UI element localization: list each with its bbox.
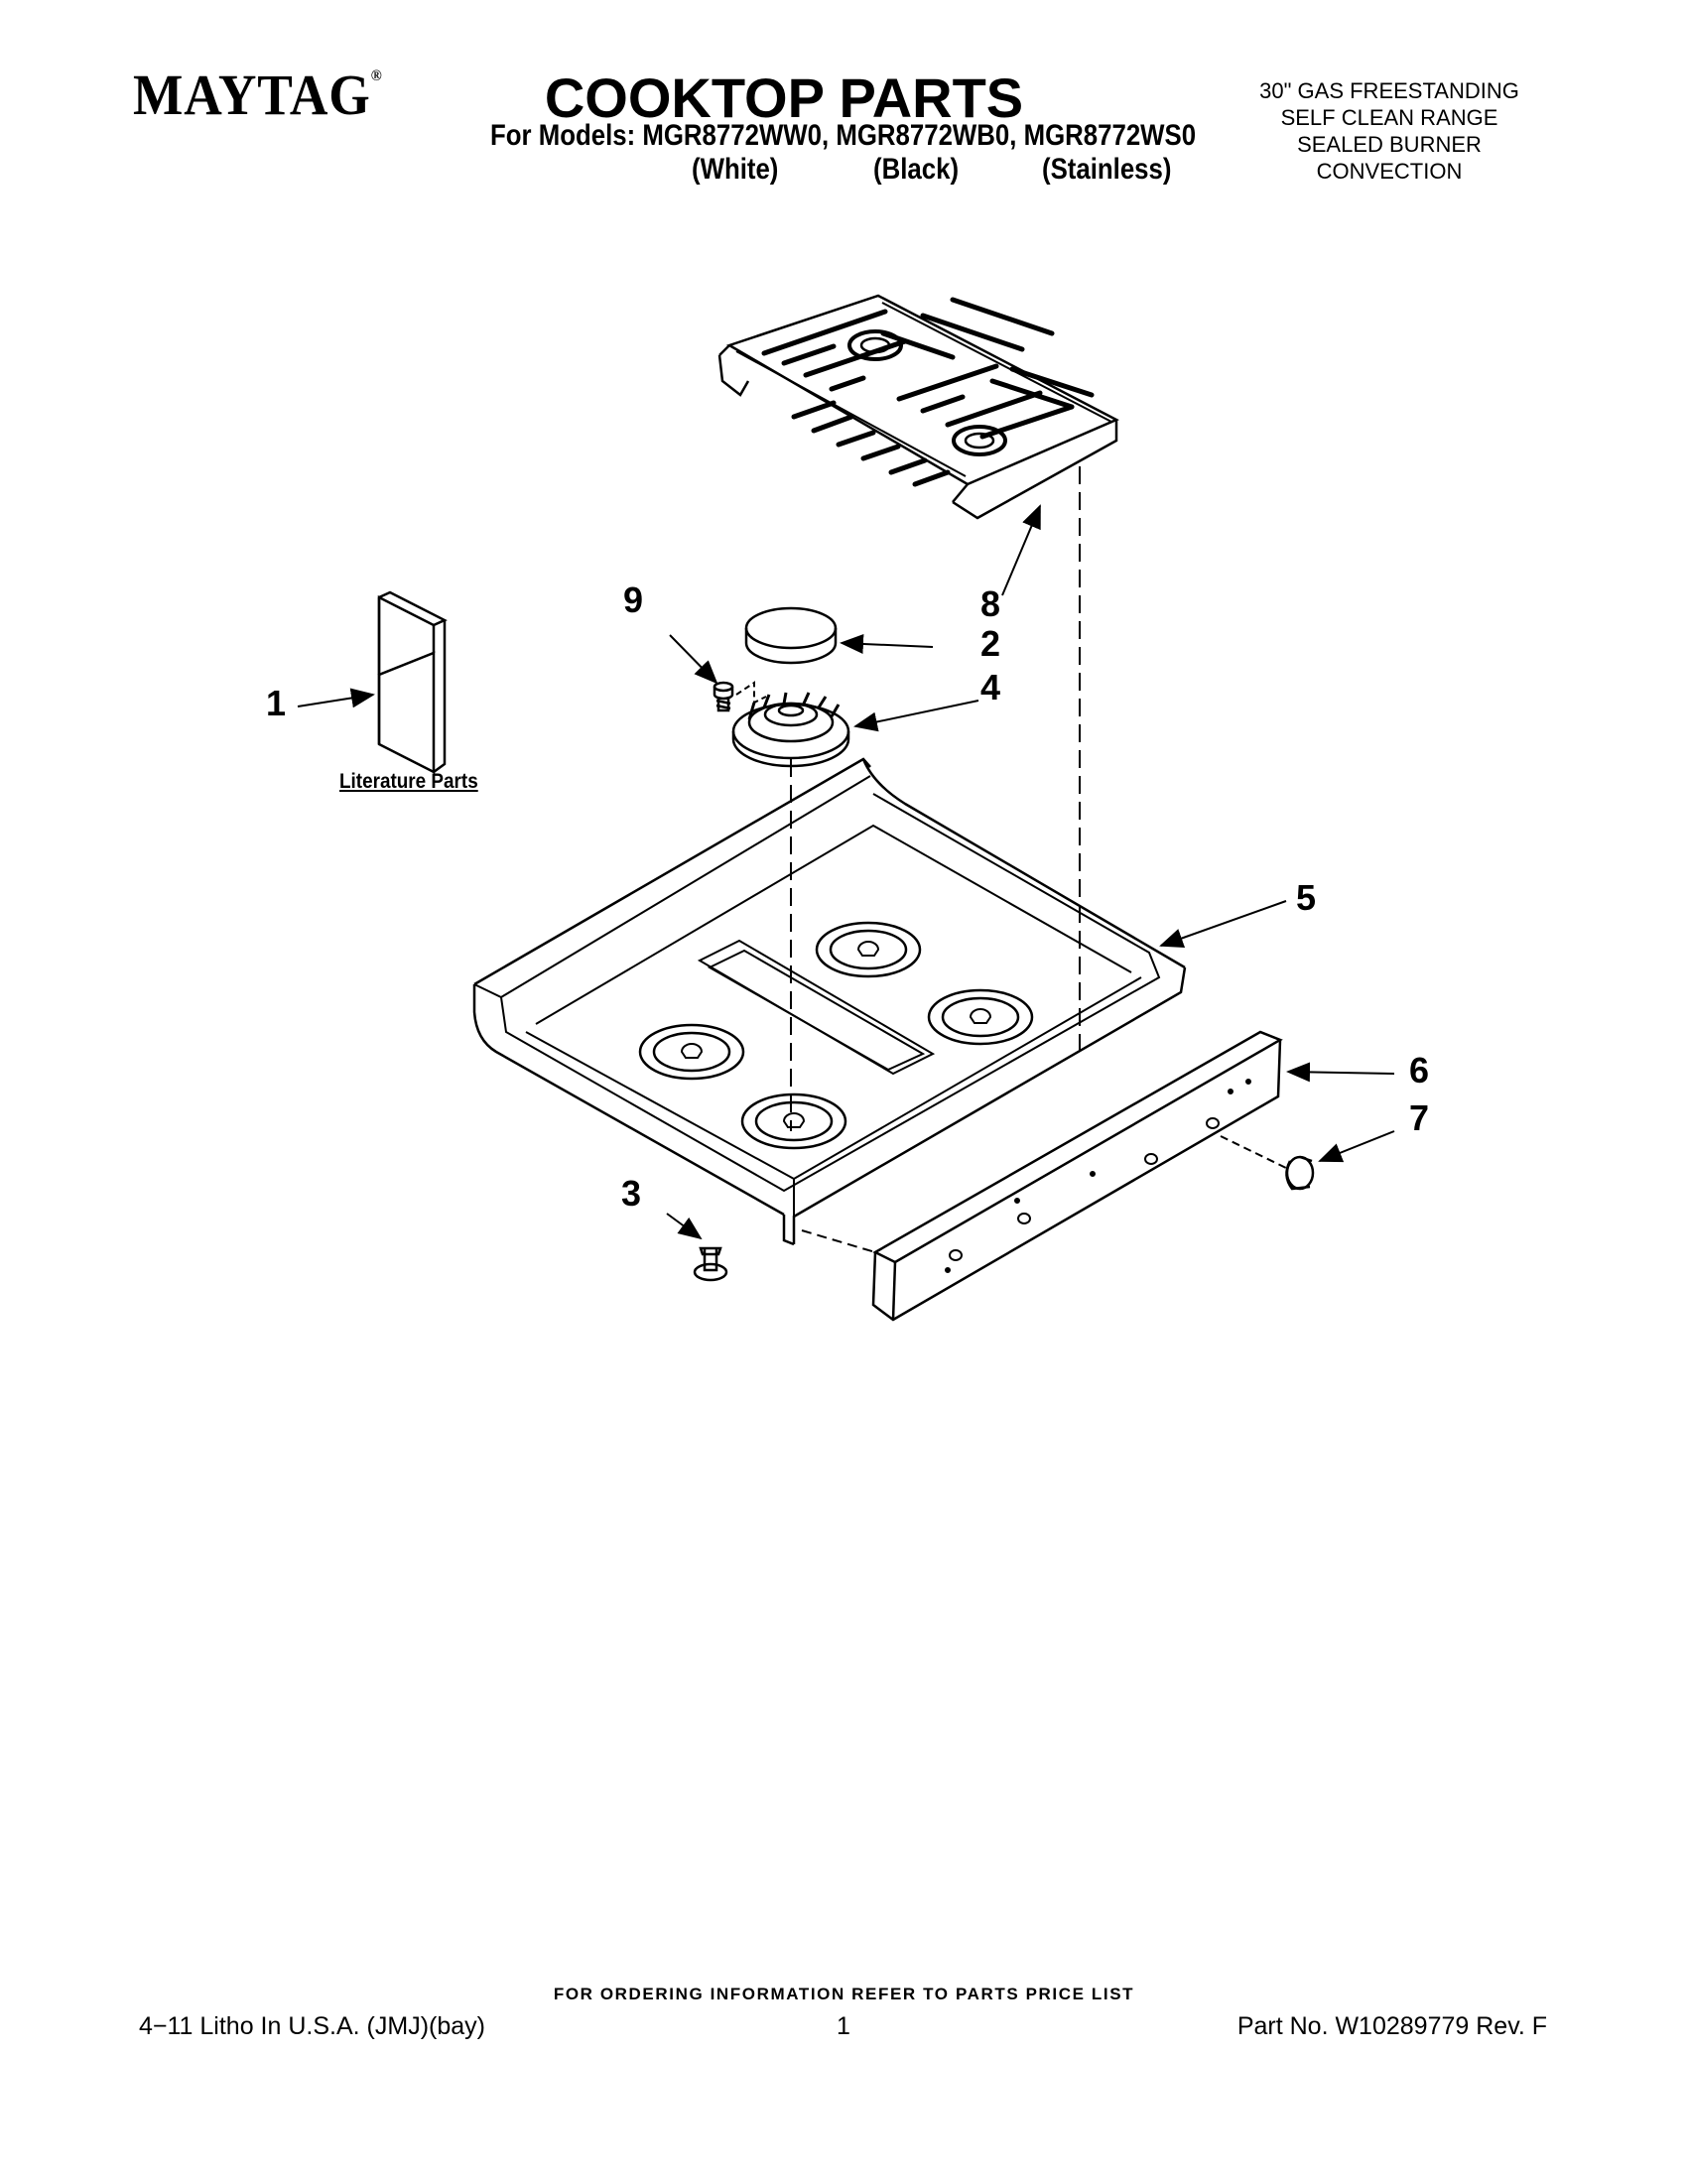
callout-3: 3	[620, 1173, 642, 1214]
part-number: Part No. W10289779 Rev. F	[1236, 2012, 1547, 2040]
cooktop	[472, 757, 1187, 1246]
variant-stainless: (Stainless)	[1042, 153, 1172, 186]
variant-black: (Black)	[873, 153, 960, 186]
callout-1: 1	[265, 683, 287, 723]
callout-7: 7	[1408, 1097, 1430, 1138]
ordering-note: FOR ORDERING INFORMATION REFER TO PARTS …	[553, 1985, 1135, 2003]
page-number: 1	[837, 2012, 850, 2040]
registered-mark: ®	[370, 67, 383, 84]
burner-base	[731, 692, 850, 768]
description-line: 30" GAS FREESTANDING	[1259, 78, 1519, 103]
description-line: CONVECTION	[1316, 159, 1463, 184]
literature-booklet	[377, 590, 448, 775]
description-line: SELF CLEAN RANGE	[1280, 105, 1498, 130]
callout-6: 6	[1408, 1050, 1430, 1091]
callout-2: 2	[979, 623, 1001, 664]
control-panel	[801, 1030, 1283, 1322]
brand-name: MAYTAG	[133, 63, 371, 127]
description-line: SEALED BURNER	[1297, 132, 1482, 157]
callout-9: 9	[622, 579, 644, 620]
burner-cap	[744, 606, 838, 665]
leader-arrows	[297, 504, 1395, 1240]
brand-logo: MAYTAG®	[133, 62, 383, 128]
litho-info: 4−11 Litho In U.S.A. (JMJ)(bay)	[139, 2012, 485, 2040]
variant-white: (White)	[692, 153, 779, 186]
burner-grate	[717, 294, 1119, 520]
callout-4: 4	[979, 667, 1001, 707]
models-line: For Models: MGR8772WW0, MGR8772WB0, MGR8…	[490, 119, 1197, 152]
literature-parts-label: Literature Parts	[339, 770, 478, 793]
thumb-screw	[693, 1246, 728, 1282]
product-description: 30" GAS FREESTANDING SELF CLEAN RANGE SE…	[1201, 77, 1578, 185]
control-knob	[1220, 1135, 1315, 1191]
screw	[713, 681, 767, 712]
page-title: COOKTOP PARTS	[544, 66, 1024, 129]
callout-8: 8	[979, 583, 1001, 624]
callout-5: 5	[1295, 877, 1317, 918]
